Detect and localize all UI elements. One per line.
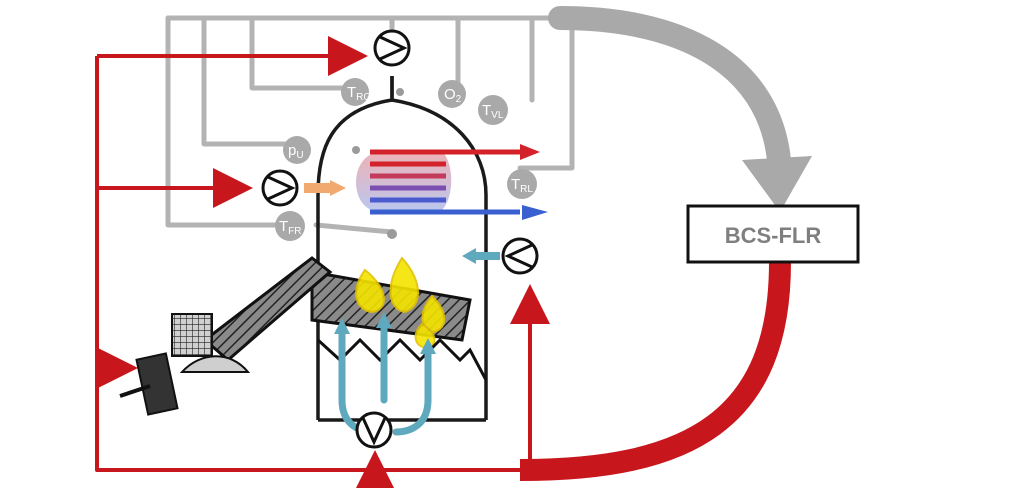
svg-text:TRL: TRL (511, 176, 533, 195)
fan-icon[interactable] (373, 29, 411, 67)
sensor-trg[interactable]: TRG (341, 78, 371, 106)
fuel-hopper-icon (171, 313, 251, 373)
svg-text:pU: pU (288, 142, 304, 161)
svg-text:TRG: TRG (347, 84, 371, 103)
controller-label: BCS-FLR (725, 223, 822, 248)
flame-icon (355, 256, 446, 350)
sensor-o2[interactable]: O2 (438, 80, 466, 108)
signal-to-controller-arrow (548, 6, 792, 192)
control-from-controller (519, 261, 791, 481)
controller-box[interactable]: BCS-FLR (686, 204, 860, 264)
stoker-channel (202, 256, 333, 362)
fan-icon[interactable] (355, 411, 393, 449)
heat-exchanger-icon (356, 144, 548, 220)
sensor-tfr[interactable]: TFR (275, 211, 305, 241)
sensor-tvl[interactable]: TVL (478, 95, 508, 125)
auger-icon (119, 352, 179, 416)
fan-icon[interactable] (501, 237, 539, 275)
primary-air-zone (316, 312, 488, 436)
svg-text:O2: O2 (444, 86, 462, 105)
sensor-pu[interactable]: pU (283, 136, 311, 164)
sensor-trl[interactable]: TRL (507, 169, 537, 199)
signal-lines (165, 15, 578, 235)
sensor-probes (352, 88, 404, 239)
fan-icon[interactable] (261, 169, 299, 207)
svg-text:TFR: TFR (279, 218, 302, 237)
signal-arrowhead (742, 156, 812, 212)
control-lines (95, 36, 550, 488)
svg-text:TVL: TVL (482, 102, 504, 121)
